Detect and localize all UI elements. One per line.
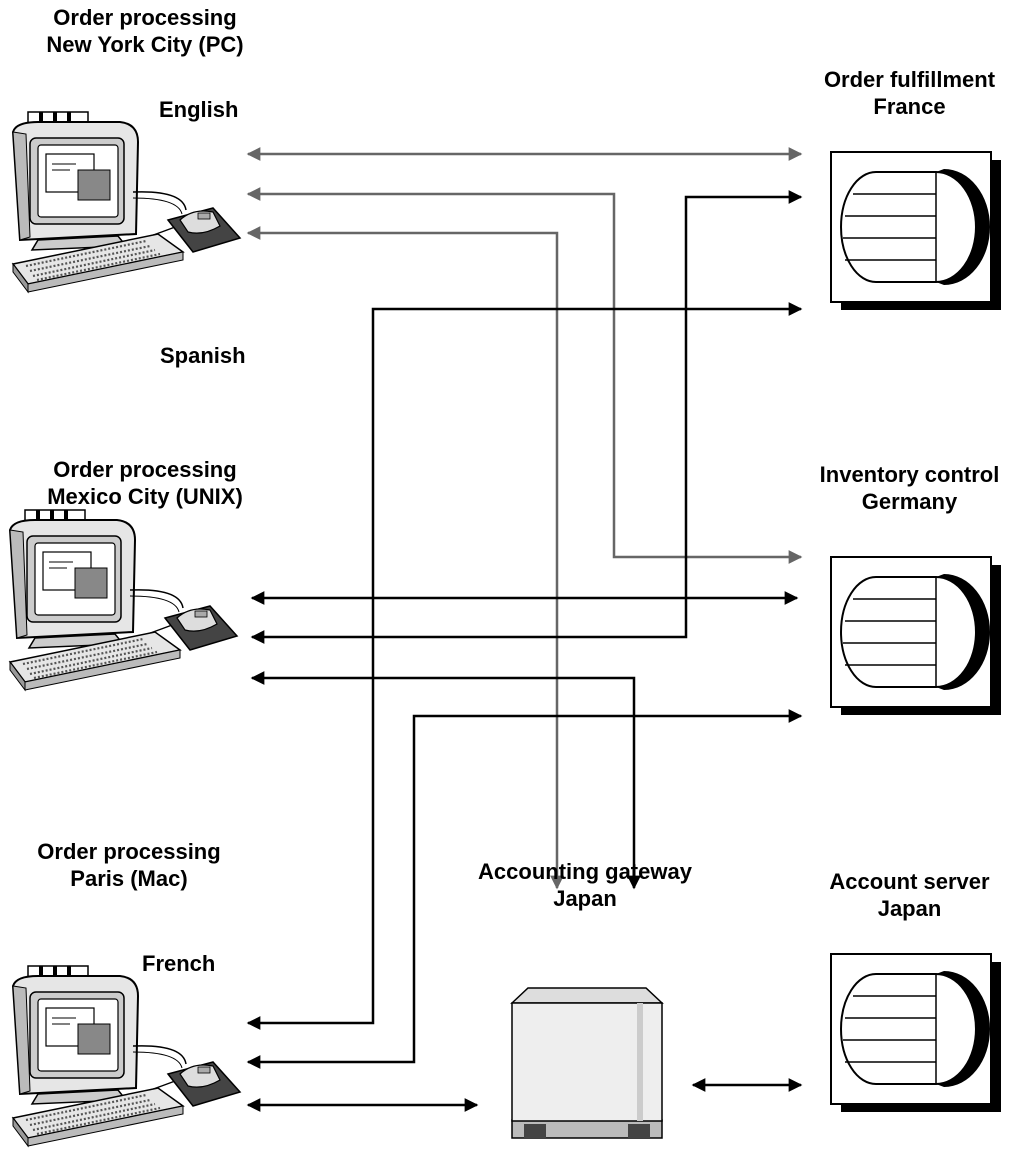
gateway-tower-icon [510,987,664,1139]
node-label-gateway-line1: Accounting gateway [478,859,692,884]
node-label-germany-line2: Germany [861,489,958,514]
node-label-nyc-line1: Order processing [53,5,237,30]
connector-paris-germany [246,709,803,1069]
node-label-account-server-line1: Account server [829,869,990,894]
node-label-gateway-line2: Japan [553,886,617,911]
connector-paris-france [246,302,803,1030]
connector-mexico-gateway [250,671,641,890]
node-label-account-server-line2: Japan [877,896,942,921]
node-label-mexico-line2: Mexico City (UNIX) [47,484,243,509]
connector-nyc-germany [246,187,803,564]
client-computer-nyc-icon [11,110,242,294]
language-label-english: English [159,97,239,122]
language-label-french: French [142,951,216,976]
node-label-paris-line2: Paris (Mac) [70,866,188,891]
language-label-spanish: Spanish [160,343,246,368]
connector-mexico-france [250,190,803,644]
node-label-france-line2: France [873,94,946,119]
node-label-germany: Inventory control Germany [790,461,1029,515]
node-label-mexico: Order processing Mexico City (UNIX) [0,456,290,510]
client-computer-paris-icon [11,964,242,1148]
node-label-germany-line1: Inventory control [819,462,1000,487]
server-france-icon [830,151,1002,311]
connector-nyc-gateway [246,226,564,890]
node-label-gateway: Accounting gateway Japan [440,858,730,912]
node-label-nyc: Order processing New York City (PC) [0,4,290,58]
client-computer-mexico-icon [8,508,239,692]
node-label-paris: Order processing Paris (Mac) [0,838,258,892]
server-germany-icon [830,556,1002,716]
node-label-account-server: Account server Japan [790,868,1029,922]
server-japan-icon [830,953,1002,1113]
node-label-nyc-line2: New York City (PC) [46,32,244,57]
node-label-mexico-line1: Order processing [53,457,237,482]
node-label-paris-line1: Order processing [37,839,221,864]
node-label-france-line1: Order fulfillment [823,67,996,92]
node-label-france: Order fulfillment France [790,66,1029,120]
